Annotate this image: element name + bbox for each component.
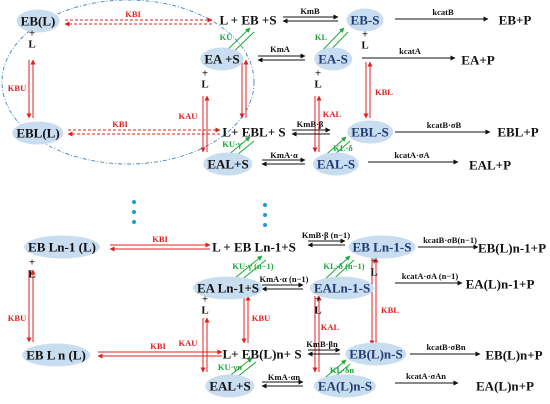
rate-label-kl: KL (314, 31, 328, 42)
product-ea-ln-p: EA(L)n+P (476, 378, 534, 394)
rate-label-kmb-beta: KmB·β (n−1) (301, 229, 351, 240)
rate-label-kal: KAL (320, 321, 340, 332)
continuation-dot (263, 213, 267, 217)
rate-label-kcatb-sigma-n: kcatB·σBn (426, 341, 466, 352)
rate-label-kmb-beta: KmB·β (296, 118, 324, 129)
grouping-ellipse (1, 0, 255, 165)
rate-label-kcata-sigma-n: kcatA·σAn (405, 370, 447, 381)
plus-sign: + (314, 293, 322, 306)
species-eb-ln-s: L+ EB(L)n+ S (222, 346, 302, 362)
continuation-dot (263, 223, 267, 227)
continuation-dot (132, 210, 136, 214)
species-eb-ln-l: EB L n (L) (22, 343, 90, 367)
rate-label-kau: KAU (178, 110, 198, 121)
rate-label-kmb: KmB (300, 5, 320, 16)
rate-label-kma: KmA (270, 43, 290, 54)
continuation-dot (263, 203, 267, 207)
rate-label-kbi: KBI (152, 233, 168, 244)
rate-label-kma-alpha: KmA·α (n−1) (259, 273, 309, 284)
plus-sign: + (201, 67, 209, 80)
species-ea-ln1-s: EA Ln-1+S (193, 276, 263, 300)
species-ea-ln1-minus-s: EALn-1-S (309, 276, 375, 300)
continuation-dot (132, 200, 136, 204)
rate-label-kcatb-sigma: kcatB·σB (426, 119, 462, 130)
rate-label-kl-delta: KL·δ (n−1) (323, 260, 365, 271)
plus-sign: + (28, 256, 36, 269)
plus-sign: + (314, 67, 322, 80)
ligand: L (314, 304, 322, 317)
rate-label-ku: KU (219, 31, 233, 42)
species-eb-ln1-l: EB Ln-1 (L) (24, 235, 100, 259)
plus-sign: + (201, 293, 209, 306)
species-eb-l: EB(L) (16, 9, 59, 33)
rate-label-kcatb-sigma: kcatB·σB(n−1) (423, 234, 477, 245)
rate-label-kal: KAL (322, 108, 342, 119)
plus-sign: + (361, 28, 369, 41)
ligand: L (314, 78, 322, 91)
species-eal-s: EAL+S (203, 152, 254, 176)
plus-sign: + (370, 255, 378, 268)
species-ea-s: EA +S (200, 47, 244, 71)
rate-label-kcata-sigma: kcatA·σA (394, 149, 430, 160)
rate-label-kbu: KBU (7, 312, 27, 323)
ligand: L (370, 266, 378, 279)
rate-label-ku-gamma: KU·γ (n−1) (232, 260, 274, 271)
species-ea-ln-minus-s: EA(L)n-S (313, 374, 377, 398)
ligand: L (28, 268, 36, 281)
continuation-dot (132, 220, 136, 224)
plus-sign: + (28, 27, 36, 40)
rate-label-kbu: KBU (7, 82, 27, 93)
rate-label-kcata-sigma: kcatA·σA (n−1) (401, 270, 459, 281)
species-ebl-minus-s: EBL-S (347, 120, 393, 144)
product-eb-p: EB+P (498, 12, 532, 28)
rate-label-kbi: KBI (125, 8, 141, 19)
rate-label-kma-alpha-n: KmA·αn (267, 371, 301, 382)
rate-label-kbl: KBL (381, 304, 399, 315)
ligand: L (201, 304, 209, 317)
species-eb-minus-s: EB-S (346, 8, 384, 32)
rate-label-kbi-mid: KBI (112, 118, 128, 129)
rate-label-kbu-inner: KBU (251, 312, 271, 323)
species-eb-ln1-minus-s: EB Ln-1-S (348, 235, 416, 259)
ligand: L (28, 38, 36, 51)
rate-label-kl-delta: KL·δ (333, 142, 353, 153)
species-ebl-l: EBL(L) (12, 121, 65, 145)
rate-label-kcatb: kcatB (432, 6, 454, 17)
rate-label-kcata: kcatA (399, 45, 421, 56)
species-eal-s: EAL+S (205, 374, 256, 398)
rate-label-kbi-mid: KBI (150, 340, 166, 351)
rate-label-kau: KAU (178, 337, 198, 348)
species-eal-minus-s: EAL-S (312, 152, 360, 176)
rate-label-ku-gamma-n: KU·γn (217, 361, 243, 372)
species-ebl-s: L+ EBL+ S (222, 124, 286, 140)
species-eb-ln-minus-s: EB(L)n-S (345, 342, 408, 366)
product-ebl-p: EBL+P (497, 124, 539, 140)
species-ea-minus-s: EA-S (314, 47, 352, 71)
rate-label-kbl: KBL (375, 86, 393, 97)
product-eb-ln-p: EB(L)n+P (485, 347, 543, 363)
product-ea-p: EA+P (461, 52, 495, 68)
species-eb-ln1-s: L + EB Ln-1+S (212, 239, 296, 255)
species-eb-s-pre: L + EB +S (219, 12, 277, 28)
rate-label-kma-alpha: KmA·α (270, 149, 298, 160)
rate-label-ku-gamma: KU·γ (222, 138, 242, 149)
rate-label-kmb-beta-n: KmB·βn (306, 338, 338, 349)
rate-label-kl-delta-n: KL·δn (329, 364, 355, 375)
product-ea-ln1-p: EA(L)n-1+P (465, 276, 535, 292)
ligand: L (361, 39, 369, 52)
product-eb-ln1-p: EB(L)n-1+P (477, 240, 547, 256)
product-eal-p: EAL+P (468, 157, 512, 173)
ligand: L (201, 78, 209, 91)
